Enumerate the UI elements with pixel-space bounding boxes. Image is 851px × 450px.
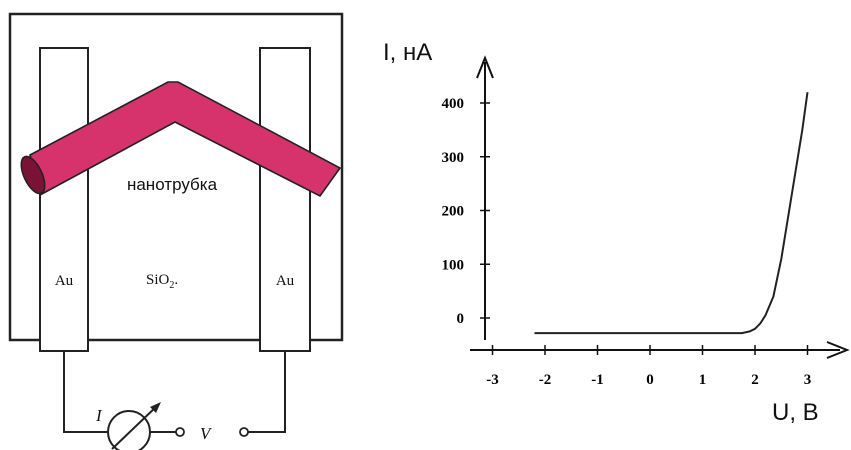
x-tick-label: -1 <box>591 372 604 388</box>
electrode-left-label: Au <box>55 273 74 289</box>
nanotube-label: нанотрубка <box>127 175 218 194</box>
x-ticks: -3 -2 -1 0 1 2 3 <box>486 345 811 388</box>
ammeter-arrow-line <box>111 404 159 450</box>
y-tick-label: 400 <box>442 96 465 112</box>
wire-right <box>248 351 286 433</box>
x-tick-label: 2 <box>751 372 759 388</box>
nanotube <box>20 81 342 198</box>
iv-chart: I, нА U, B 0 100 200 300 400 -3 -2 -1 0 1 2 3 <box>383 39 850 426</box>
substrate-label-sub: 2 <box>169 280 174 291</box>
nanotube-end-cap <box>20 155 46 195</box>
x-tick-label: 3 <box>804 372 812 388</box>
voltage-label: V <box>200 424 213 443</box>
ammeter-icon <box>107 402 161 450</box>
device-schematic: нанотрубка Au Au SiO2. I V <box>8 12 344 450</box>
iv-curve <box>534 92 809 335</box>
y-axis-arrow <box>476 55 494 79</box>
electrode-left <box>39 47 89 352</box>
electrode-right-label: Au <box>276 273 295 289</box>
y-tick-label: 0 <box>457 311 465 327</box>
ammeter-circle <box>107 410 151 450</box>
terminal-right <box>239 427 249 437</box>
x-axis-arrow <box>826 341 850 359</box>
nanotube-body <box>29 81 342 198</box>
ammeter-label: I <box>95 406 103 425</box>
y-tick-label: 100 <box>442 257 465 273</box>
wire-left <box>63 351 108 433</box>
substrate-label-suffix: . <box>174 272 178 288</box>
y-tick-label: 200 <box>442 204 465 220</box>
substrate-label: SiO2. <box>146 272 178 291</box>
y-axis-label: I, нА <box>383 39 432 66</box>
ammeter-arrow-head <box>150 402 161 413</box>
y-tick-label: 300 <box>442 150 465 166</box>
x-tick-label: -2 <box>539 372 552 388</box>
x-tick-label: 0 <box>646 372 654 388</box>
substrate-label-main: SiO <box>146 272 170 288</box>
y-ticks: 0 100 200 300 400 <box>442 96 490 327</box>
x-axis-label: U, B <box>772 399 819 426</box>
terminal-left <box>175 427 185 437</box>
x-tick-label: 1 <box>699 372 707 388</box>
circuit <box>63 351 286 433</box>
electrode-right <box>259 47 311 352</box>
x-tick-label: -3 <box>486 372 499 388</box>
